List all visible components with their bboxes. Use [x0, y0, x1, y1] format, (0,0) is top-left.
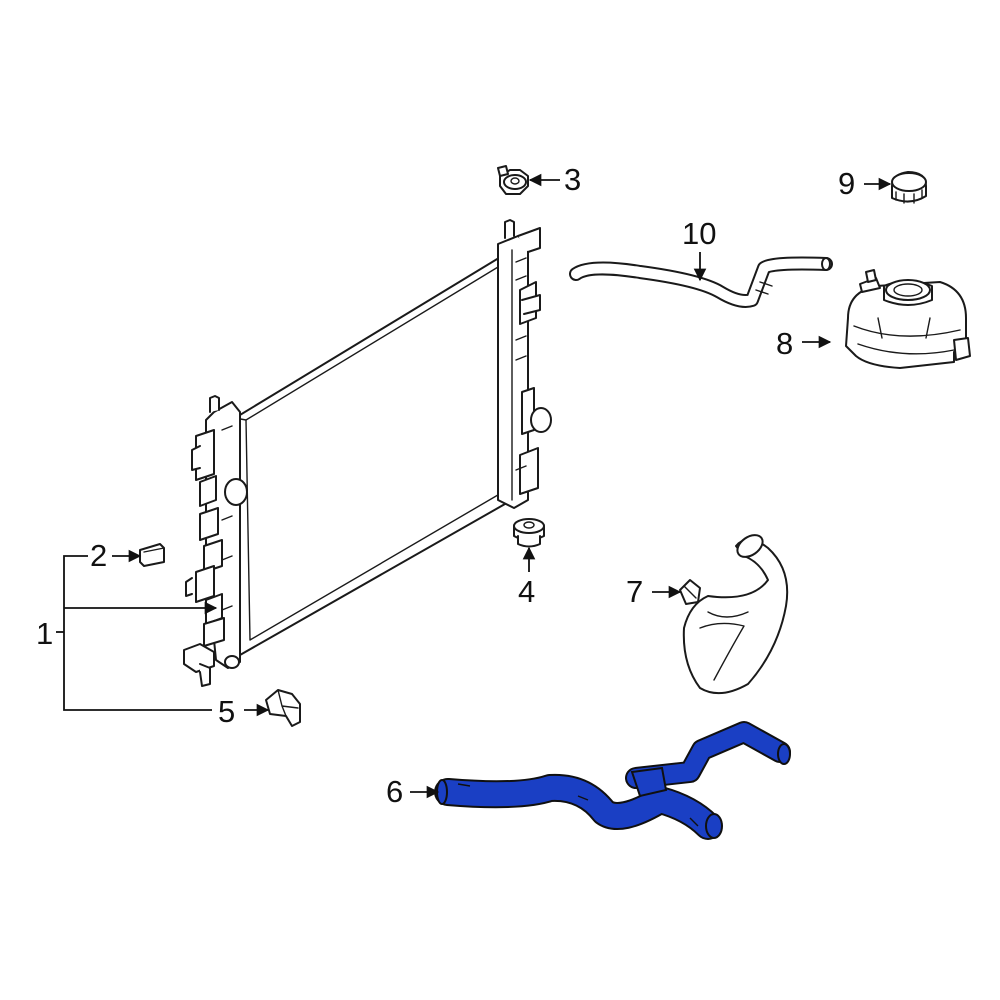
callout-1[interactable]: 1	[36, 616, 54, 651]
radiator[interactable]	[183, 219, 552, 687]
radiator-hose-part-7[interactable]	[679, 531, 789, 695]
callout-4[interactable]: 4	[518, 574, 536, 609]
highlighted-hose-part-6[interactable]	[434, 721, 791, 840]
upper-mount-bushing[interactable]	[497, 165, 529, 195]
overflow-hose[interactable]	[569, 256, 833, 308]
callout-5[interactable]: 5	[218, 694, 236, 729]
callout-2[interactable]: 2	[90, 538, 108, 573]
leader-lines	[56, 173, 892, 799]
bracket-part-5[interactable]	[265, 689, 301, 727]
callout-10[interactable]: 10	[682, 216, 717, 251]
callout-8[interactable]: 8	[776, 326, 794, 361]
reservoir-cap[interactable]	[891, 171, 927, 204]
callout-3[interactable]: 3	[564, 162, 582, 197]
coolant-reservoir[interactable]	[845, 269, 971, 369]
callout-7[interactable]: 7	[626, 574, 644, 609]
callout-6[interactable]: 6	[386, 774, 404, 809]
lower-mount-bushing[interactable]	[513, 518, 545, 548]
clip-part-2[interactable]	[139, 543, 165, 567]
callout-9[interactable]: 9	[838, 166, 856, 201]
